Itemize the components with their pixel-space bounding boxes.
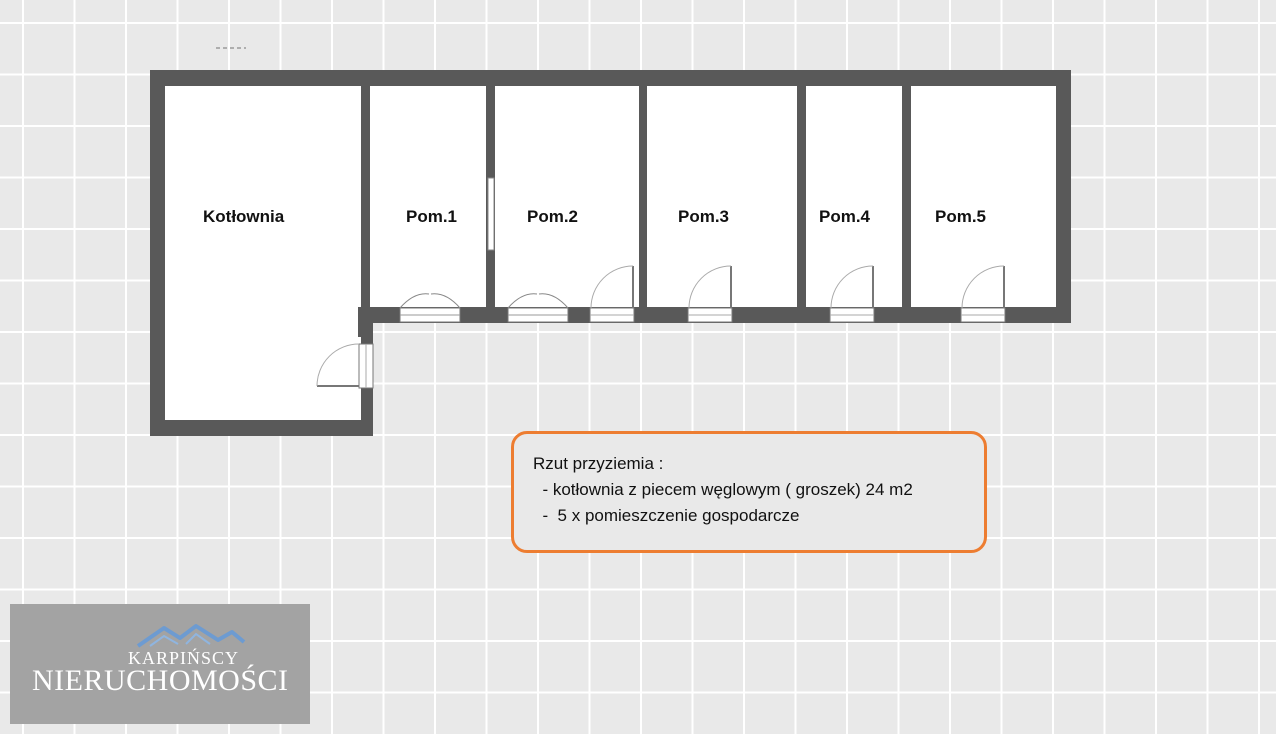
door-pom5 — [960, 265, 1006, 323]
room-label-pom5: Pom.5 — [935, 207, 986, 226]
room-pom5 — [911, 86, 1056, 307]
room-pom2 — [495, 86, 639, 307]
double-door-swing-pom1 — [399, 293, 461, 309]
double-door-swing-pom2 — [507, 293, 569, 309]
room-pom4 — [806, 86, 902, 307]
room-pom3 — [647, 86, 797, 307]
legend-item: - 5 x pomieszczenie gospodarcze — [533, 506, 800, 525]
door-pom3b — [687, 265, 733, 323]
room-kotlownia — [165, 86, 361, 420]
logo-text-nieruchomosci: NIERUCHOMOŚCI — [32, 664, 289, 697]
door-pom4 — [829, 265, 875, 323]
room-label-pom3: Pom.3 — [678, 207, 729, 226]
room-label-pom4: Pom.4 — [819, 207, 871, 226]
logo-text-karpinscy: KARPIŃSCY — [128, 648, 240, 668]
legend-title: Rzut przyziemia : — [533, 454, 664, 473]
house-roof-icon — [136, 624, 246, 648]
room-pom1 — [370, 86, 486, 307]
legend-box: Rzut przyziemia : - kotłownia z piecem w… — [511, 431, 987, 553]
door-kotlownia — [316, 343, 374, 389]
company-logo: KARPIŃSCY NIERUCHOMOŚCI — [10, 604, 310, 724]
room-label-kotlownia: Kotłownia — [203, 207, 285, 226]
room-label-pom2: Pom.2 — [527, 207, 578, 226]
sliding-door — [487, 177, 495, 251]
door-pom3 — [589, 265, 635, 323]
room-label-pom1: Pom.1 — [406, 207, 457, 226]
wall-segment — [358, 307, 373, 337]
legend-item: - kotłownia z piecem węglowym ( groszek)… — [533, 480, 913, 499]
